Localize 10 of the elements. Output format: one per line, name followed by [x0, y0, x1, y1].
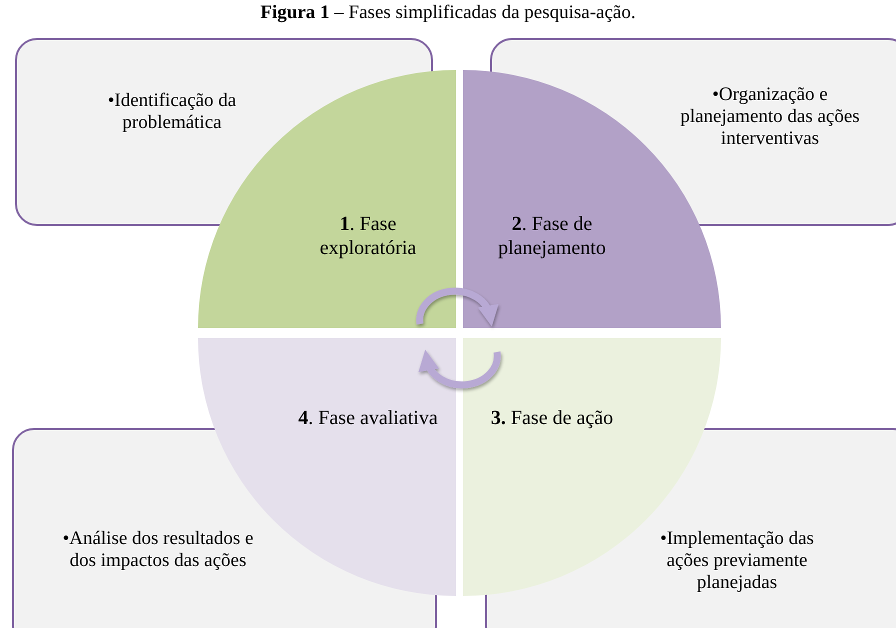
phase-label: 3. Fase de ação — [490, 406, 614, 430]
card-text: •Implementação das ações previamente planejadas — [659, 528, 815, 594]
figure-title: Figura 1 – Fases simplificadas da pesquisa-ação. — [259, 2, 637, 24]
phase-label: 2. Fase de planejamento — [497, 212, 607, 260]
phase-label: 4. Fase avaliativa — [297, 406, 439, 430]
card-text: •Análise dos resultados e dos impactos das ações — [62, 528, 254, 572]
cycle-arrow — [416, 288, 498, 326]
phase-label: 1. Fase exploratória — [318, 212, 418, 260]
card-text: •Organização e planejamento das ações interventivas — [680, 84, 860, 150]
card-text: •Identificação da problemática — [106, 90, 238, 134]
